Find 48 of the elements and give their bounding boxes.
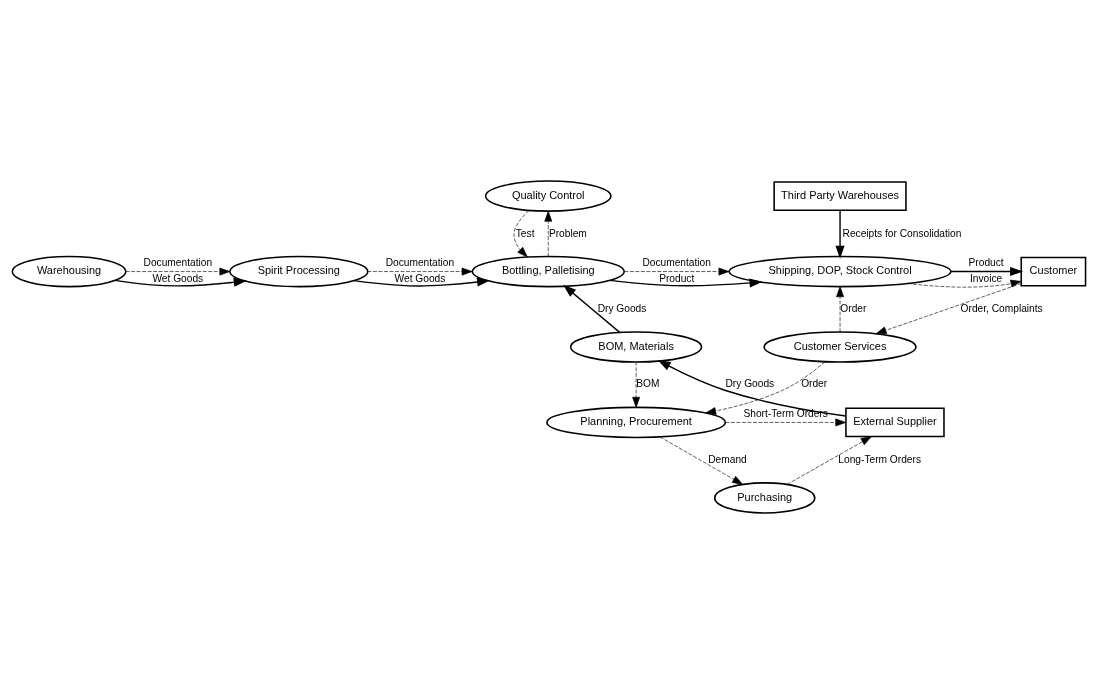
arrow (659, 436, 744, 485)
arrow (950, 266, 1024, 276)
edge-label: Dry Goods (725, 377, 775, 389)
arrow (609, 277, 763, 287)
edge-label: Demand (708, 453, 747, 465)
arrow (875, 282, 1022, 334)
node-ellipse: Warehousing (11, 255, 127, 287)
edge-label: Receipts for Consolidation (842, 227, 962, 238)
node-box: Third Party Warehouses (773, 180, 907, 211)
node-ellipse: BOM, Materials (569, 330, 703, 363)
edge-label: Short-Term Orders (743, 407, 828, 419)
arrow (705, 361, 826, 415)
node-ellipse: Quality Control (484, 179, 612, 212)
arrow (725, 418, 847, 426)
edge-label: Test (515, 227, 535, 238)
edge-label: Order, Complaints (960, 302, 1043, 314)
arrow (544, 210, 553, 257)
arrow (907, 279, 1022, 287)
edge-label: Wet Goods (152, 272, 204, 284)
edge-label: Product (659, 272, 695, 284)
arrow (563, 284, 621, 333)
edge-label: Problem (548, 227, 587, 238)
edge-label: BOM (636, 377, 660, 389)
edge-label: Dry Goods (597, 302, 647, 314)
edge-label: Documentation (385, 256, 455, 268)
node-box: External Supplier (845, 407, 945, 437)
arrow (125, 267, 231, 275)
arrow (835, 209, 845, 259)
arrow (114, 277, 247, 287)
arrow (657, 359, 847, 417)
arrow (624, 267, 730, 275)
arrow (786, 435, 872, 485)
node-box: Customer (1020, 256, 1087, 286)
edge-label: Wet Goods (394, 272, 446, 284)
edge-label: Order (801, 377, 828, 389)
edge-label: Documentation (143, 256, 213, 268)
edge-label: Order (840, 302, 867, 314)
edge-label: Long-Term Orders (838, 453, 921, 465)
arrow (836, 285, 844, 332)
arrow (632, 361, 640, 408)
edge-label: Invoice (969, 272, 1003, 284)
arrow (353, 277, 491, 287)
arrow (367, 267, 473, 275)
arrow (513, 209, 530, 257)
node-ellipse: Customer Services (763, 330, 917, 363)
node-ellipse: Purchasing (713, 481, 816, 514)
edge-label: Product (968, 256, 1004, 268)
edge-label: Documentation (642, 256, 711, 268)
